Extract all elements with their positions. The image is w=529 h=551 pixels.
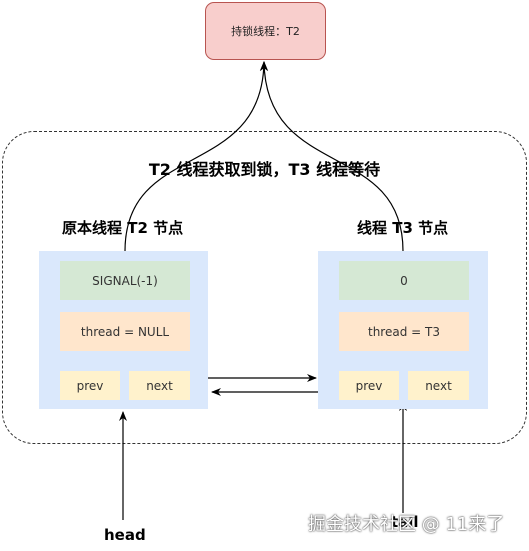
t2-node-label: 原本线程 T2 节点 xyxy=(62,219,184,237)
t3-prev-field: prev xyxy=(339,371,399,400)
head-pointer-label: head xyxy=(104,526,146,544)
t2-thread-field: thread = NULL xyxy=(60,312,190,351)
watermark: 掘金技术社区 @ 11来了 xyxy=(308,514,505,535)
t3-node-label: 线程 T3 节点 xyxy=(357,219,449,237)
t2-prev-field: prev xyxy=(60,371,120,400)
t3-thread-field: thread = T3 xyxy=(339,312,469,351)
t3-node-to-holder-arrow xyxy=(260,61,404,252)
t2-node-to-holder-arrow xyxy=(124,61,268,252)
t3-wait-status: 0 xyxy=(339,261,469,300)
queue-frame xyxy=(2,131,527,444)
tail-pointer-label: tail xyxy=(391,513,419,531)
t2-wait-status: SIGNAL(-1) xyxy=(60,261,190,300)
t3-next-field: next xyxy=(408,371,469,400)
lock-holder-box: 持锁线程：T2 xyxy=(205,2,326,60)
diagram-title: T2 线程获取到锁，T3 线程等待 xyxy=(148,160,381,179)
t2-next-field: next xyxy=(129,371,190,400)
t3-node: 0 thread = T3 prev next xyxy=(318,251,488,409)
t2-node: SIGNAL(-1) thread = NULL prev next xyxy=(39,251,208,409)
lock-holder-text: 持锁线程：T2 xyxy=(231,25,300,38)
